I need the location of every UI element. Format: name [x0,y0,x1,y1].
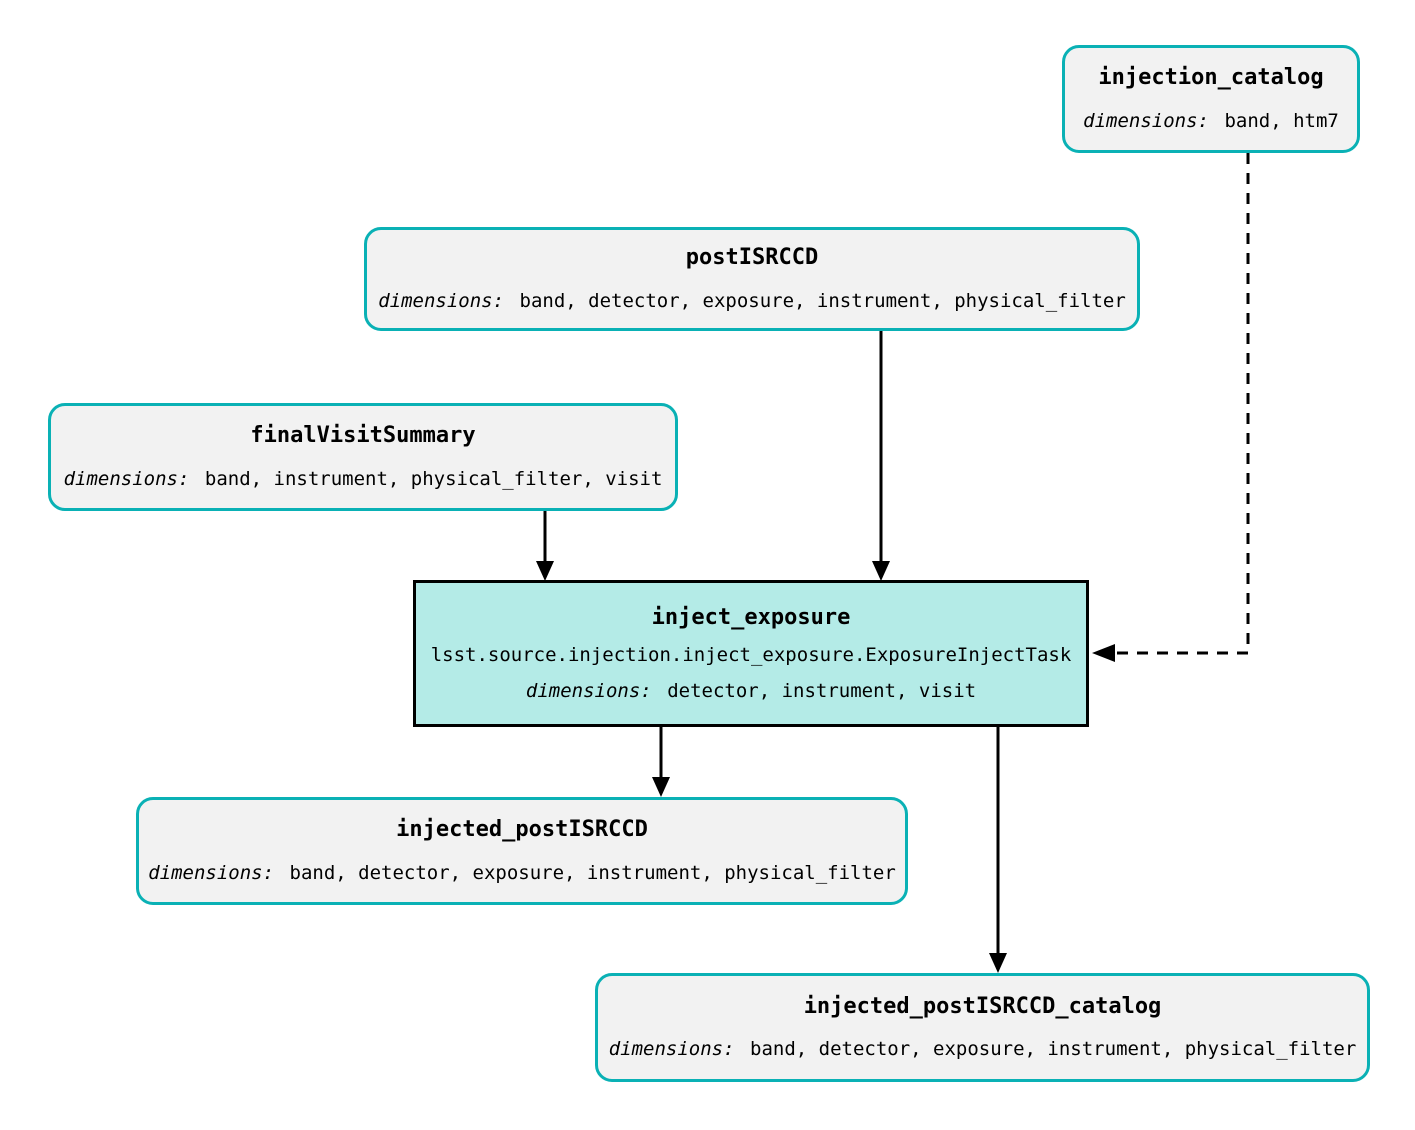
dimensions-label: dimensions: [63,467,190,490]
edge-postisrccd-to-inject-exposure [872,331,890,581]
node-finalvisitsummary: finalVisitSummary dimensions: band, inst… [48,403,678,511]
edge-injection-catalog-to-inject-exposure [1092,153,1250,662]
arrowhead [1092,644,1115,662]
dimensions-value: detector, instrument, visit [667,679,977,702]
node-title: finalVisitSummary [250,423,476,449]
edge-finalvisitsummary-to-inject-exposure [536,511,554,581]
node-postisrccd: postISRCCD dimensions: band, detector, e… [364,227,1140,331]
node-injected-postisrccd-catalog: injected_postISRCCD_catalog dimensions: … [595,973,1370,1082]
dimensions-value: band, htm7 [1224,109,1339,132]
dimensions-label: dimensions: [525,679,652,702]
node-title: inject_exposure [651,604,851,630]
arrowhead [989,953,1007,973]
arrowhead [872,561,890,581]
dimensions-value: band, detector, exposure, instrument, ph… [750,1038,1357,1061]
node-dimensions: dimensions: band, detector, exposure, in… [378,289,1126,312]
dimensions-label: dimensions: [148,861,275,884]
dimensions-value: band, detector, exposure, instrument, ph… [289,861,896,884]
node-title: postISRCCD [685,245,819,271]
node-title: injected_postISRCCD_catalog [803,993,1162,1019]
node-inject-exposure-task: inject_exposure lsst.source.injection.in… [413,580,1089,727]
dimensions-value: band, instrument, physical_filter, visit [204,467,663,490]
node-dimensions: dimensions: band, instrument, physical_f… [63,467,663,490]
node-title: injected_postISRCCD [396,817,648,843]
node-title: injection_catalog [1098,65,1324,91]
node-dimensions: dimensions: band, detector, exposure, in… [609,1039,1357,1060]
edge-inject-exposure-to-injected-postisrccd [652,727,670,797]
node-injection-catalog: injection_catalog dimensions: band, htm7 [1062,45,1360,153]
arrowhead [536,561,554,581]
node-injected-postisrccd: injected_postISRCCD dimensions: band, de… [136,797,908,905]
dimensions-label: dimensions: [1083,109,1209,132]
node-dimensions: dimensions: band, htm7 [1083,109,1339,132]
dimensions-value: band, detector, exposure, instrument, ph… [519,289,1126,312]
task-class-path: lsst.source.injection.inject_exposure.Ex… [430,643,1072,666]
dimensions-label: dimensions: [378,289,505,312]
arrowhead [652,777,670,797]
dimensions-label: dimensions: [608,1038,735,1061]
node-dimensions: dimensions: detector, instrument, visit [525,679,977,702]
edge-inject-exposure-to-injected-postisrccd-catalog [989,727,1007,973]
node-dimensions: dimensions: band, detector, exposure, in… [148,861,896,884]
